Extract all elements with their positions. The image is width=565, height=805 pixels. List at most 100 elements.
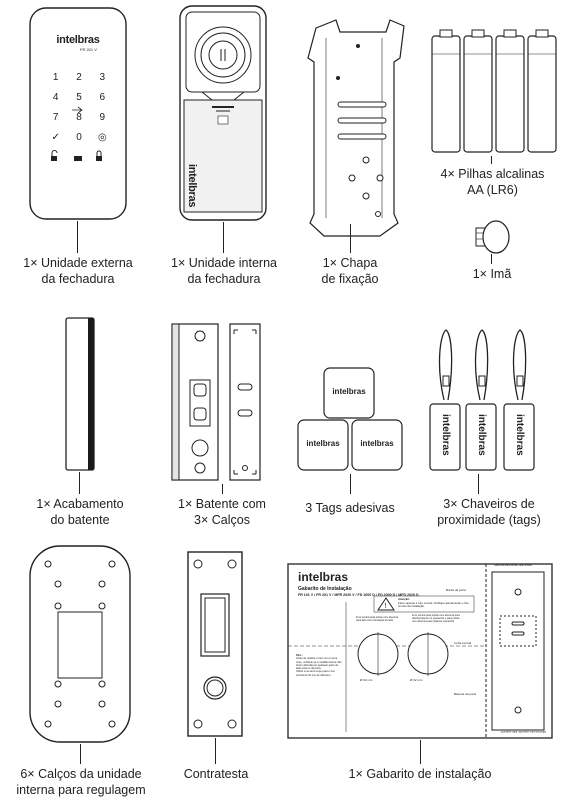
key-3[interactable]: 3 [99, 72, 106, 83]
caption-external-unit: 1× Unidade externa da fechadura [2, 255, 154, 287]
right-bottom-label: Abertura para esquerda, lado esquerdo [500, 730, 546, 734]
caption-line: do batente [50, 513, 110, 527]
leader-11 [215, 738, 216, 764]
template-title: Gabarito de Instalação [298, 586, 352, 592]
batteries-drawing [431, 29, 557, 153]
caption-strike: 1× Batente com 3× Calços [160, 496, 284, 528]
battery [463, 29, 493, 153]
external-model: FR 201 V [80, 47, 97, 52]
caption-line: da fechadura [187, 272, 261, 286]
magnet [470, 220, 514, 254]
batteries [428, 28, 558, 156]
caption-line: proximidade (tags) [437, 513, 541, 527]
caption-magnet: 1× Imã [450, 266, 534, 282]
attention-text: Fazer apenas 1 furo central. Verifique a… [398, 600, 469, 608]
key-8[interactable]: 8 [76, 112, 82, 123]
leader-9 [478, 474, 479, 494]
external-unit-drawing [29, 7, 127, 220]
keychain-brand: intelbras [440, 414, 451, 456]
caption-line: Contratesta [183, 767, 249, 781]
keychain-brand: intelbras [476, 414, 487, 456]
key-1[interactable]: 1 [52, 72, 59, 83]
template-obs: Obs.: Antes de realizar o furo com a ser… [296, 654, 342, 677]
strike-plate-drawing [187, 551, 243, 737]
key-5[interactable]: 5 [76, 92, 82, 103]
key-0[interactable]: 0 [76, 132, 82, 143]
battery [495, 29, 525, 153]
caption-strike-plate: Contratesta [166, 766, 266, 782]
caption-line: 1× Gabarito de instalação [348, 767, 492, 781]
caption-line: de fixação [321, 272, 379, 286]
leader-5 [491, 254, 492, 264]
mounting-plate-drawing [307, 19, 405, 237]
caption-shims: 6× Calços da unidade interna para regula… [2, 766, 160, 798]
obs-title: Obs.: [296, 654, 303, 657]
internal-brand: intelbras [186, 164, 198, 208]
attention-title: Atenção: [398, 597, 410, 601]
keychain [465, 329, 497, 471]
hole-note-left: Furo central para portas com abertura pa… [356, 616, 399, 622]
caption-line: interna para regulagem [16, 783, 146, 797]
leader-7 [222, 484, 223, 494]
keypad-bottom-icons [51, 106, 102, 161]
caption-line: 1× Unidade interna [171, 256, 277, 270]
battery [431, 29, 461, 153]
card-icon [74, 156, 82, 161]
key-9[interactable]: 9 [99, 112, 106, 123]
strike-plate [186, 550, 244, 738]
key-7[interactable]: 7 [52, 112, 59, 123]
tag-brand: intelbras [306, 439, 340, 448]
frame-finishing [60, 316, 100, 472]
tag-brand: intelbras [360, 439, 394, 448]
caption-line: 3× Calços [194, 513, 250, 527]
caption-line: 1× Unidade externa [23, 256, 133, 270]
right-top-label: Abertura para direita, lado direito [494, 564, 532, 567]
magnet-drawing [475, 220, 510, 254]
hole-note-right: Furo central para portas com abertura pa… [412, 614, 460, 623]
caption-template: 1× Gabarito de instalação [320, 766, 520, 782]
caption-line: 3 Tags adesivas [305, 501, 395, 515]
key-check[interactable]: ✓ [51, 132, 60, 143]
caption-line: 1× Batente com [178, 497, 266, 511]
caption-line: 1× Chapa [322, 256, 378, 270]
diameter-left: Ø 32 mm [360, 678, 373, 682]
caption-batteries: 4× Pilhas alcalinas AA (LR6) [420, 166, 565, 198]
installation-template: ! intelbras Gabarito de Instalação FR 10… [286, 562, 554, 740]
caption-line: 1× Acabamento [36, 497, 124, 511]
template-brand: intelbras [298, 570, 349, 584]
caption-line: 4× Pilhas alcalinas [440, 167, 545, 181]
strike-with-shims [170, 322, 274, 484]
caption-frame-finishing: 1× Acabamento do batente [20, 496, 140, 528]
caption-line: 3× Chaveiros de [443, 497, 535, 511]
template-attention: Atenção: Fazer apenas 1 furo central. Ve… [398, 597, 472, 609]
frame-label: Batente da porta [454, 692, 477, 696]
obs-item-2: Utilize uma serra copo para o furo centr… [296, 670, 336, 677]
adhesive-tags-drawing [297, 367, 403, 471]
template-drawing: ! [287, 563, 553, 739]
leader-3 [350, 224, 351, 253]
keychain [503, 329, 535, 471]
caption-line: 1× Imã [472, 267, 512, 281]
keychain-drawing [429, 329, 535, 471]
caption-adhesive-tags: 3 Tags adesivas [290, 500, 410, 516]
battery [527, 29, 557, 153]
adhesive-tags: intelbras intelbras intelbras [296, 366, 406, 474]
external-brand: intelbras [56, 34, 100, 46]
keychain-tags: intelbras intelbras intelbras [426, 326, 556, 474]
keychain [429, 329, 461, 471]
key-6[interactable]: 6 [99, 92, 106, 103]
template-edge-label: Borda da porta [446, 588, 466, 592]
unlock-icon [51, 150, 58, 161]
center-line-label: Linha central [454, 641, 472, 645]
frame-finishing-drawing [65, 317, 95, 471]
leader-4 [491, 156, 492, 164]
shims-drawing [29, 545, 131, 743]
internal-unit-drawing [179, 5, 267, 221]
obs-item-1: Antes de realizar o furo com a serra cop… [296, 657, 342, 671]
key-bell[interactable]: ◎ [97, 132, 107, 143]
lock-icon [96, 150, 102, 161]
svg-text:!: ! [385, 603, 387, 610]
key-4[interactable]: 4 [52, 92, 59, 103]
strike-drawing [171, 323, 261, 481]
key-2[interactable]: 2 [76, 72, 82, 83]
